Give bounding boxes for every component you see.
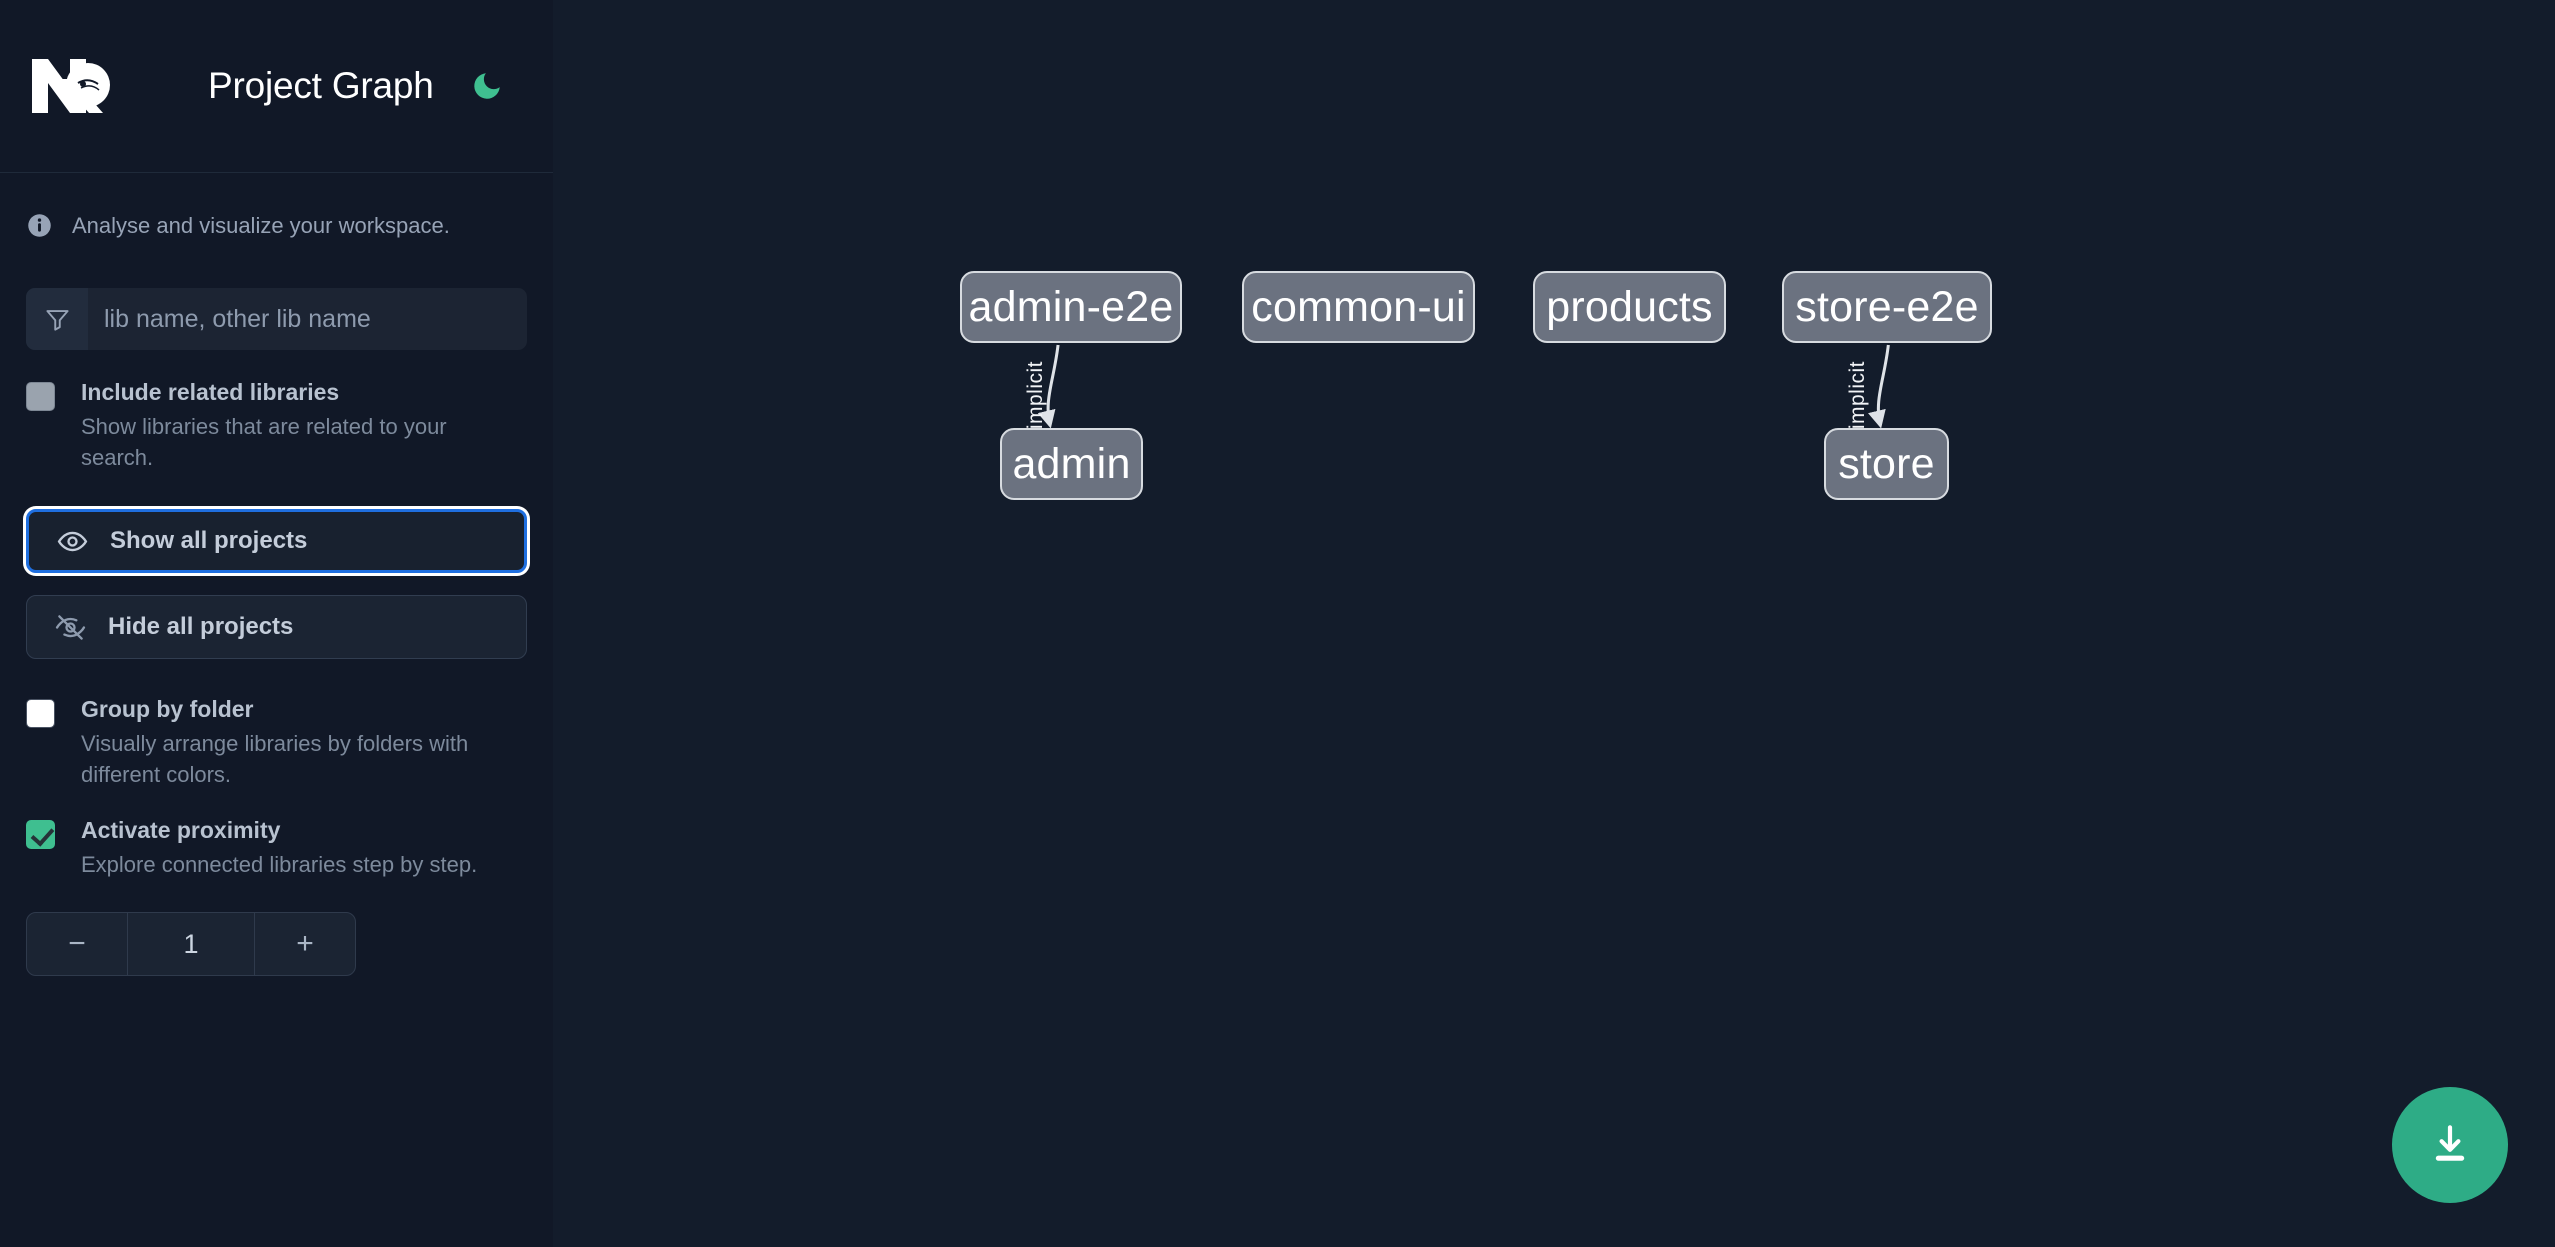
- edge-admin-e2e-to-admin: [1037, 344, 1060, 429]
- sidebar-header: Project Graph: [0, 0, 553, 173]
- show-all-projects-label: Show all projects: [110, 527, 308, 555]
- checkbox-include-related-libraries[interactable]: [26, 382, 55, 411]
- tagline-text: Analyse and visualize your workspace.: [72, 212, 450, 238]
- eye-icon: [57, 526, 88, 557]
- moon-icon[interactable]: [470, 69, 504, 103]
- option-include-related-libraries[interactable]: Include related libraries Show libraries…: [0, 378, 553, 473]
- eye-off-icon: [55, 612, 86, 643]
- edge-store-e2e-to-store: [1868, 344, 1890, 429]
- graph-node-admin[interactable]: admin: [1000, 428, 1143, 500]
- option-text-group: Activate proximity Explore connected lib…: [81, 816, 477, 880]
- option-label: Include related libraries: [81, 379, 340, 405]
- search-input-container[interactable]: [26, 288, 527, 350]
- checkbox-group-by-folder[interactable]: [26, 699, 55, 729]
- graph-canvas[interactable]: implicit implicit admin-e2e common-ui pr…: [553, 0, 2555, 1247]
- stepper-value: 1: [183, 928, 199, 959]
- option-text-group: Group by folder Visually arrange librari…: [81, 695, 519, 790]
- sidebar: Project Graph Analyse and visualize your…: [0, 0, 553, 1247]
- filter-row: [0, 288, 553, 350]
- graph-edges: [1037, 344, 1890, 429]
- page-title: Project Graph: [208, 65, 434, 106]
- info-icon: [26, 212, 53, 239]
- stepper-decrement-button[interactable]: −: [27, 913, 128, 976]
- graph-node-admin-e2e[interactable]: admin-e2e: [960, 271, 1182, 343]
- quantity-stepper[interactable]: − 1 +: [26, 912, 356, 977]
- edge-label-implicit-admin: implicit: [1024, 361, 1047, 430]
- stepper-increment-button[interactable]: +: [254, 913, 355, 976]
- nx-logo: [26, 55, 124, 117]
- option-label: Group by folder: [81, 696, 254, 723]
- show-all-projects-button[interactable]: Show all projects: [26, 509, 527, 574]
- hide-all-projects-button[interactable]: Hide all projects: [26, 595, 527, 660]
- option-description: Visually arrange libraries by folders wi…: [81, 730, 469, 788]
- option-text-group: Include related libraries Show libraries…: [81, 378, 519, 473]
- graph-node-common-ui[interactable]: common-ui: [1242, 271, 1475, 343]
- graph-node-store[interactable]: store: [1824, 428, 1949, 500]
- search-input[interactable]: [88, 288, 527, 350]
- download-graph-button[interactable]: [2392, 1087, 2508, 1203]
- hide-all-wrap: Hide all projects: [0, 595, 553, 660]
- edge-label-implicit-store: implicit: [1846, 361, 1869, 430]
- option-group-by-folder[interactable]: Group by folder Visually arrange librari…: [0, 695, 553, 790]
- checkbox-activate-proximity[interactable]: [26, 820, 55, 850]
- option-activate-proximity[interactable]: Activate proximity Explore connected lib…: [0, 816, 553, 880]
- show-all-wrap: Show all projects: [0, 509, 553, 574]
- funnel-icon: [26, 288, 88, 350]
- proximity-stepper-wrap: − 1 +: [0, 912, 553, 977]
- sidebar-tagline: Analyse and visualize your workspace.: [0, 173, 553, 278]
- graph-node-store-e2e[interactable]: store-e2e: [1782, 271, 1992, 343]
- download-icon: [2426, 1121, 2474, 1169]
- hide-all-projects-label: Hide all projects: [108, 613, 294, 641]
- option-description: Explore connected libraries step by step…: [81, 852, 478, 878]
- option-description: Show libraries that are related to your …: [81, 413, 447, 470]
- graph-node-products[interactable]: products: [1533, 271, 1726, 343]
- option-label: Activate proximity: [81, 817, 281, 844]
